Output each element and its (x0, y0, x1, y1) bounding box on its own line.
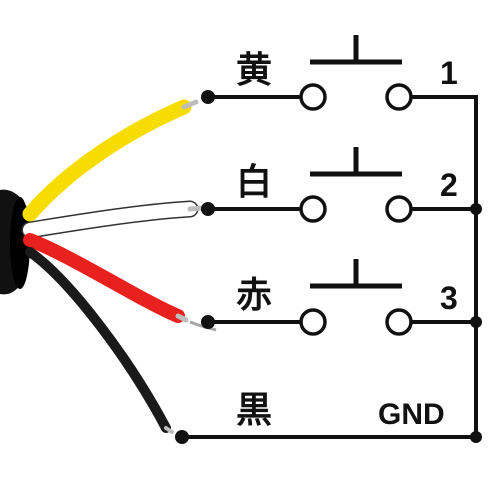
terminal-label-gnd: GND (378, 398, 445, 431)
switch-terminal (299, 83, 327, 111)
label-white: 白 (236, 162, 272, 203)
switch-terminal (299, 195, 327, 223)
switch-terminal (385, 308, 413, 336)
switch-2 (299, 147, 413, 223)
switch-1 (299, 35, 413, 111)
label-yellow: 黄 (236, 50, 272, 91)
switch-3 (299, 259, 413, 336)
terminal-number-2: 2 (440, 167, 458, 203)
label-red: 赤 (236, 275, 272, 316)
wire-red (23, 233, 217, 332)
wire-white (21, 200, 207, 239)
label-black: 黒 (236, 390, 272, 431)
switch-terminal (299, 308, 327, 336)
switch-terminal (385, 83, 413, 111)
switch-terminal (385, 195, 413, 223)
wire-black (25, 247, 174, 434)
terminal-number-1: 1 (440, 55, 458, 91)
circuit-lines (182, 95, 478, 439)
wire-yellow (22, 99, 199, 222)
terminal-number-3: 3 (440, 280, 458, 316)
junction-dots (175, 90, 482, 444)
